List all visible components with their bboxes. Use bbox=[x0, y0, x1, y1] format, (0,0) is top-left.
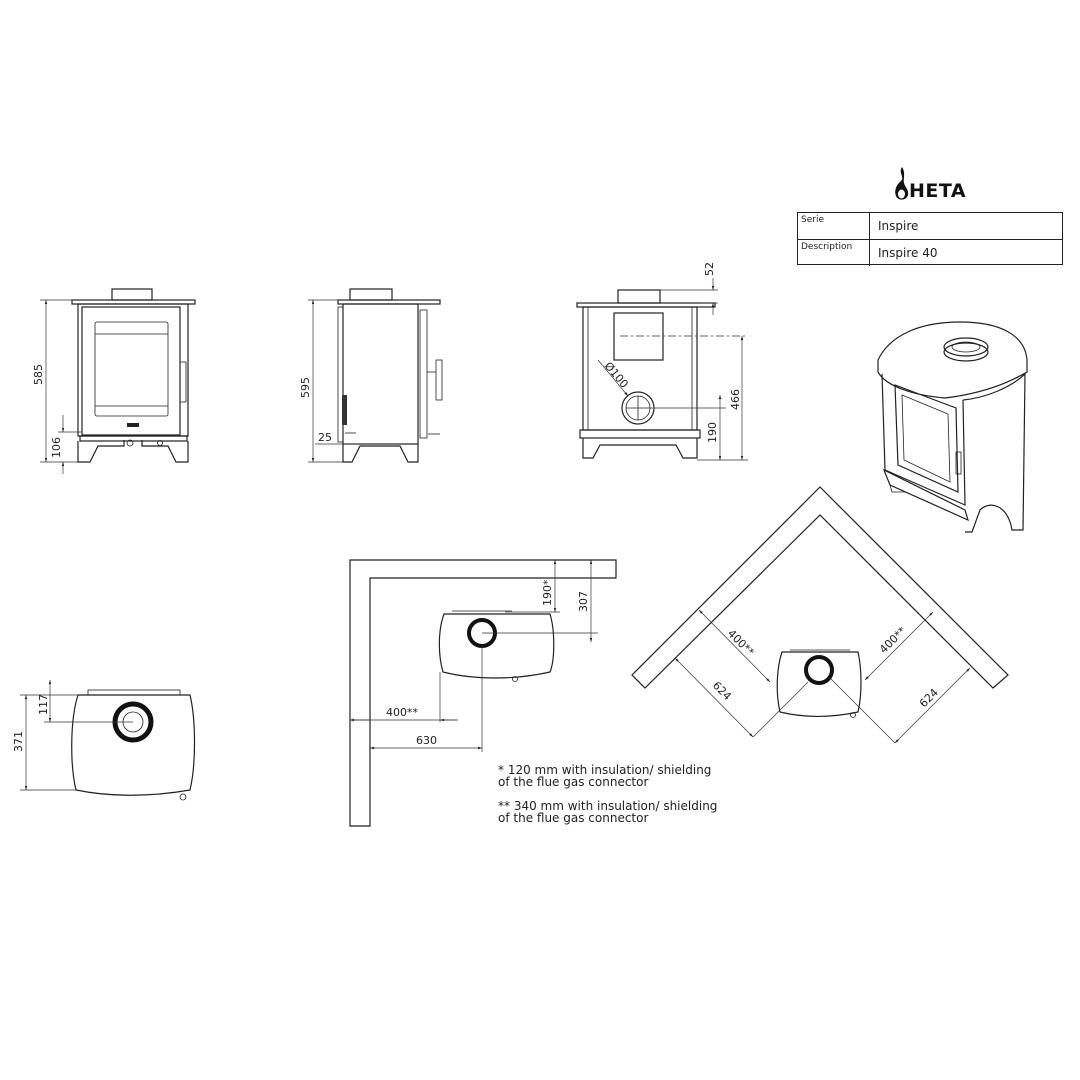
dim-wall-side-630: 630 bbox=[416, 734, 437, 747]
dim-front-base: 106 bbox=[50, 437, 63, 458]
wall-installation-plan: 190* 307 400** 630 bbox=[349, 559, 617, 827]
dim-side-height: 595 bbox=[299, 377, 312, 398]
front-view: 585 106 bbox=[32, 288, 196, 474]
note-1-line-2: of the flue gas connector bbox=[498, 775, 648, 789]
table-key: Serie bbox=[798, 213, 870, 239]
dim-wall-back-307: 307 bbox=[577, 591, 590, 612]
corner-installation-plan: 400** 624 400** 624 bbox=[631, 486, 1009, 744]
note-2-line-2: of the flue gas connector bbox=[498, 811, 648, 825]
side-view: 595 25 bbox=[299, 288, 443, 463]
heta-logo: HETA bbox=[893, 167, 966, 201]
dim-wall-side-400: 400** bbox=[386, 706, 418, 719]
logo-text: HETA bbox=[909, 180, 967, 202]
table-row: Serie Inspire bbox=[798, 213, 1062, 239]
dim-wall-back-190: 190* bbox=[541, 579, 554, 606]
dim-corner-left-624: 624 bbox=[710, 679, 734, 703]
dim-side-offset: 25 bbox=[318, 431, 332, 444]
dim-front-height: 585 bbox=[32, 364, 45, 385]
dim-rear-outlet-diameter: Ø100 bbox=[602, 360, 631, 391]
table-value: Inspire bbox=[878, 219, 919, 233]
dim-rear-top: 52 bbox=[703, 262, 716, 276]
flame-icon bbox=[895, 167, 909, 200]
dim-top-flue-offset: 117 bbox=[37, 694, 50, 715]
dim-corner-right-624: 624 bbox=[917, 686, 941, 710]
dim-corner-left-400: 400** bbox=[725, 627, 757, 659]
note-1-line-1: * 120 mm with insulation/ shielding bbox=[498, 763, 711, 777]
top-view: 371 117 bbox=[12, 680, 196, 801]
dim-corner-right-400: 400** bbox=[877, 624, 909, 656]
info-table: Serie Inspire Description Inspire 40 bbox=[797, 212, 1063, 266]
isometric-view bbox=[877, 321, 1028, 533]
note-2-line-1: ** 340 mm with insulation/ shielding bbox=[498, 799, 717, 813]
footnotes: * 120 mm with insulation/ shielding of t… bbox=[498, 763, 717, 825]
dim-top-depth: 371 bbox=[12, 731, 25, 752]
dim-rear-outlet-height: 190 bbox=[706, 422, 719, 443]
dim-rear-flue-height: 466 bbox=[729, 389, 742, 410]
table-value: Inspire 40 bbox=[878, 246, 938, 260]
table-key: Description bbox=[798, 240, 870, 266]
table-row: Description Inspire 40 bbox=[798, 239, 1062, 266]
rear-view: 52 466 190 Ø100 bbox=[576, 262, 748, 461]
